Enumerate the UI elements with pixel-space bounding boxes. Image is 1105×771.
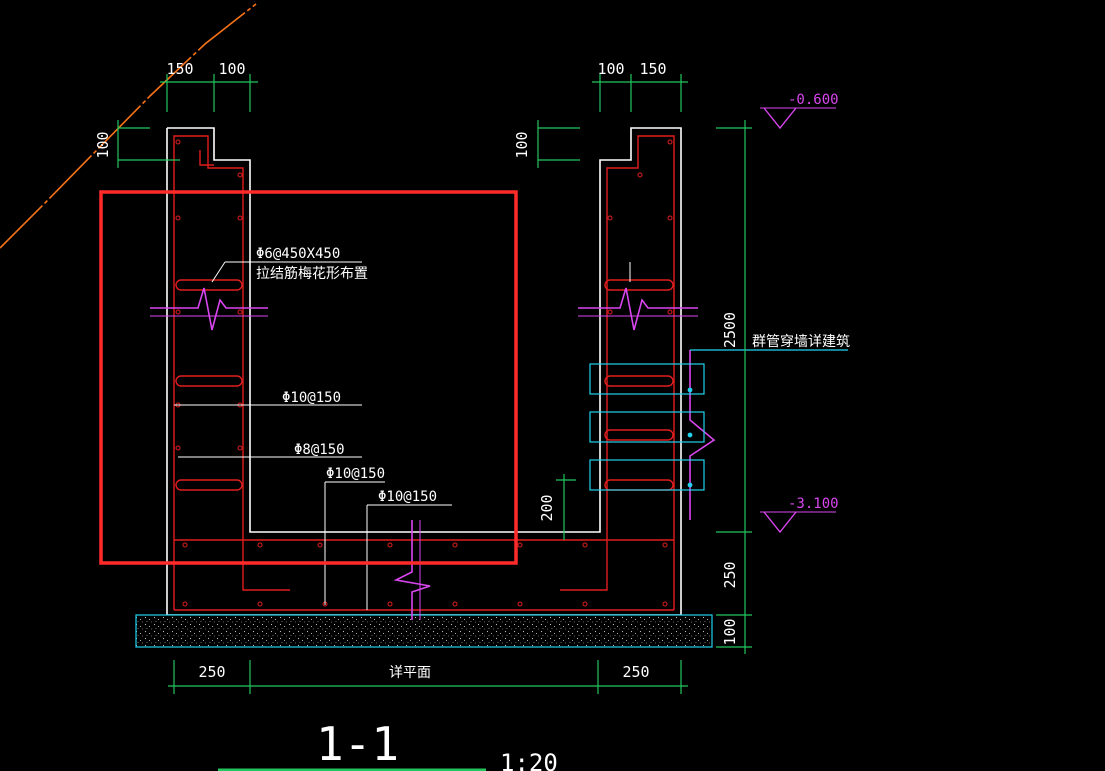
rebar-label-4: Φ10@150 xyxy=(378,489,437,505)
dim-bottom-left: 250 xyxy=(198,663,225,681)
elevation-markers xyxy=(763,107,797,534)
section-scale: 1:20 xyxy=(500,749,558,771)
section-title: 1-1 xyxy=(316,717,399,771)
pipe-group xyxy=(589,349,848,491)
leader-lines xyxy=(174,107,836,610)
dim-top-left-a: 150 xyxy=(166,60,193,78)
concrete-outline xyxy=(166,127,682,616)
tie-bar-note: 拉结筋梅花形布置 xyxy=(256,265,368,282)
gravel-cushion xyxy=(135,614,713,648)
diagonal-reference-line xyxy=(0,3,257,249)
break-lines xyxy=(150,287,716,620)
dim-top-right-a: 100 xyxy=(597,60,624,78)
dim-height-total: 2500 xyxy=(721,312,739,348)
dim-step-height: 200 xyxy=(538,494,556,521)
dim-notch-left: 100 xyxy=(94,131,112,158)
rebar-dots xyxy=(175,139,673,607)
dim-base-height: 250 xyxy=(721,561,739,588)
elevation-bottom: -3.100 xyxy=(788,496,839,512)
dim-bottom-right: 250 xyxy=(622,663,649,681)
dim-bottom-center: 详平面 xyxy=(389,665,431,681)
rebar-group xyxy=(173,135,675,611)
highlight-box xyxy=(99,190,518,565)
dim-pad-height: 100 xyxy=(721,618,739,645)
dimension-lines xyxy=(117,74,752,771)
tie-bar-spec: Φ6@450X450 xyxy=(256,246,340,262)
dim-top-right-b: 150 xyxy=(639,60,666,78)
rebar-label-2: Φ8@150 xyxy=(294,442,345,458)
dim-notch-right: 100 xyxy=(513,131,531,158)
rebar-label-3: Φ10@150 xyxy=(326,466,385,482)
dim-top-left-b: 100 xyxy=(218,60,245,78)
elevation-top: -0.600 xyxy=(788,92,839,108)
pipe-note: 群管穿墙详建筑 xyxy=(752,334,850,350)
rebar-label-1: Φ10@150 xyxy=(282,390,341,406)
